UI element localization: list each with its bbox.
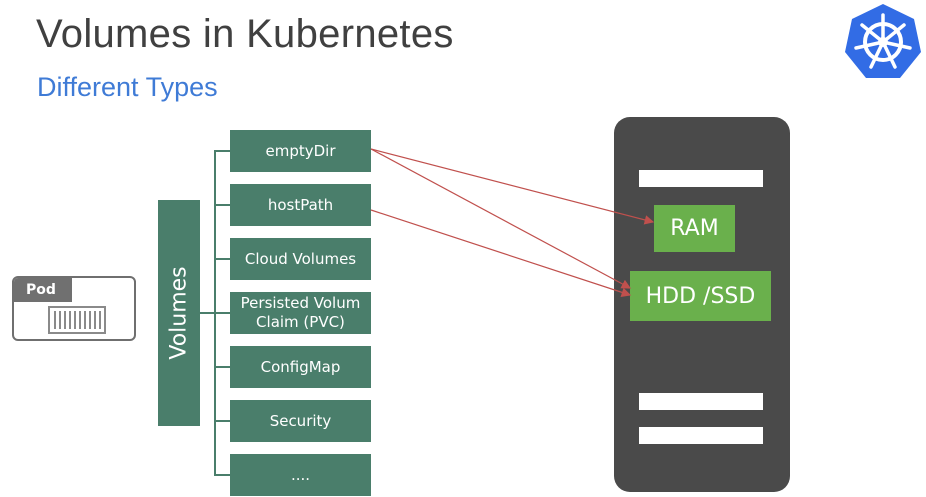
page-title: Volumes in Kubernetes (36, 12, 454, 56)
container-icon (48, 306, 106, 334)
tree-connector-branch (214, 312, 230, 314)
volume-type-security: Security (230, 400, 371, 442)
tree-connector-stem (200, 312, 215, 314)
tree-connector-branch (214, 474, 230, 476)
pod-label: Pod (14, 278, 72, 302)
storage-hdd-ssd: HDD /SSD (630, 271, 771, 321)
kubernetes-logo-icon (845, 4, 921, 78)
pod: Pod (12, 276, 136, 341)
storage-ram: RAM (654, 205, 735, 252)
tree-connector-branch (214, 204, 230, 206)
arrow-emptydir-to-hdd (370, 148, 632, 289)
volume-type-emptydir: emptyDir (230, 130, 371, 172)
tree-connector-branch (214, 366, 230, 368)
volume-type-cloud-volumes: Cloud Volumes (230, 238, 371, 280)
tree-connector-branch (214, 258, 230, 260)
tree-connector-branch (214, 420, 230, 422)
server-slot (639, 170, 763, 187)
arrow-emptydir-to-ram (370, 148, 655, 225)
volume-type-more: .... (230, 454, 371, 496)
volume-type-configmap: ConfigMap (230, 346, 371, 388)
volumes-bar: Volumes (158, 200, 200, 426)
arrow-hostpath-to-hdd (370, 209, 632, 297)
tree-connector-branch (214, 150, 230, 152)
page-subtitle: Different Types (37, 72, 218, 102)
volume-type-pvc: Persisted Volum Claim (PVC) (230, 292, 371, 334)
server-slot (639, 393, 763, 410)
server-slot (639, 427, 763, 444)
volume-type-hostpath: hostPath (230, 184, 371, 226)
